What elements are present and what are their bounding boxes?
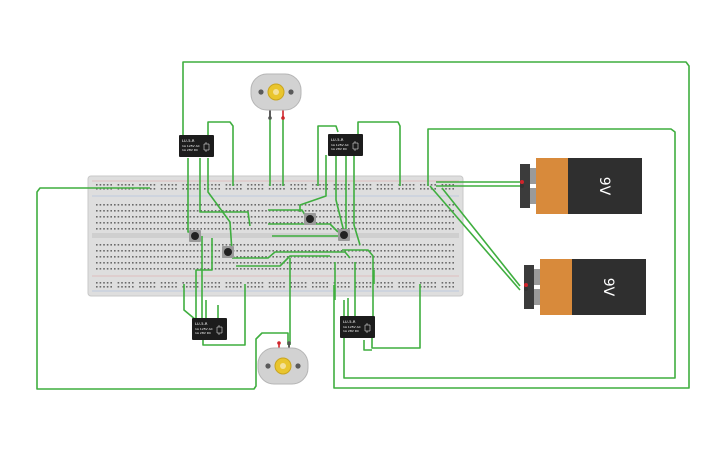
- dc-motor-icon: [257, 347, 309, 385]
- pushbutton[interactable]: [304, 213, 316, 225]
- relay-symbol-icon: [364, 323, 371, 333]
- relay-rating-ac: 1A 125V AC: [343, 325, 361, 329]
- relay-rating-dc: 1A 28V DC: [331, 147, 347, 151]
- relay-top-right[interactable]: LU-5-R 1A 125V AC 1A 28V DC: [328, 134, 363, 156]
- battery-voltage-label: 9V: [596, 177, 612, 196]
- pushbutton[interactable]: [189, 230, 201, 242]
- breadboard-holes: [96, 184, 454, 288]
- pushbutton[interactable]: [222, 246, 234, 258]
- battery-voltage-label: 9V: [600, 278, 616, 297]
- relay-symbol-icon: [352, 141, 359, 151]
- relay-top-left[interactable]: LU-5-R 1A 125V AC 1A 28V DC: [179, 135, 214, 157]
- relay-model-label: LU-5-R: [182, 138, 195, 143]
- dc-motor-bottom[interactable]: [257, 347, 309, 385]
- relay-rating-ac: 1A 125V AC: [182, 144, 200, 148]
- dc-motor-icon: [250, 73, 302, 111]
- relay-rating-dc: 1A 28V DC: [182, 148, 198, 152]
- relay-symbol-icon: [203, 142, 210, 152]
- relay-rating-ac: 1A 125V AC: [331, 143, 349, 147]
- battery-9v-top[interactable]: 9V: [520, 158, 642, 214]
- relay-symbol-icon: [216, 325, 223, 335]
- relay-rating-ac: 1A 125V AC: [195, 327, 213, 331]
- wires: [36, 61, 690, 390]
- relay-rating-dc: 1A 28V DC: [343, 329, 359, 333]
- relay-bottom-left[interactable]: LU-5-R 1A 125V AC 1A 28V DC: [192, 318, 227, 340]
- relay-model-label: LU-5-R: [343, 319, 356, 324]
- relay-model-label: LU-5-R: [331, 137, 344, 142]
- battery-9v-bottom[interactable]: 9V: [524, 259, 646, 315]
- dc-motor-top[interactable]: [250, 73, 302, 111]
- pushbutton[interactable]: [338, 229, 350, 241]
- relay-rating-dc: 1A 28V DC: [195, 331, 211, 335]
- relay-model-label: LU-5-R: [195, 321, 208, 326]
- relay-bottom-right[interactable]: LU-5-R 1A 125V AC 1A 28V DC: [340, 316, 375, 338]
